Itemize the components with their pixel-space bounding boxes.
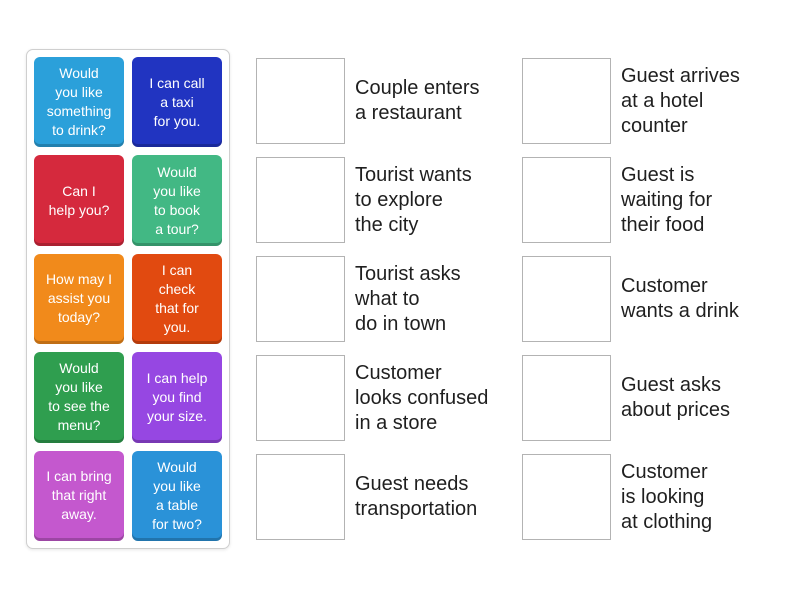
match-item: Couple enters a restaurant bbox=[256, 58, 488, 144]
match-clue-text: Guest needs transportation bbox=[355, 473, 478, 520]
match-item: Customer wants a drink bbox=[522, 256, 740, 342]
match-slot[interactable] bbox=[522, 454, 611, 540]
match-clue-text: Customer looks confused in a store bbox=[355, 361, 489, 434]
match-slot[interactable] bbox=[522, 58, 611, 144]
match-item: Guest is waiting for their food bbox=[522, 157, 740, 243]
match-column-2: Guest arrives at a hotel counter Guest i… bbox=[522, 58, 740, 540]
match-slot[interactable] bbox=[256, 157, 345, 243]
answer-tile[interactable]: I can help you find your size. bbox=[132, 352, 222, 443]
tile-panel: Would you like something to drink? I can… bbox=[26, 49, 230, 549]
match-clue-text: Guest arrives at a hotel counter bbox=[621, 64, 740, 137]
match-clue-text: Couple enters a restaurant bbox=[355, 77, 480, 124]
match-item: Guest arrives at a hotel counter bbox=[522, 58, 740, 144]
match-slot[interactable] bbox=[256, 58, 345, 144]
match-clue-text: Guest asks about prices bbox=[621, 374, 730, 421]
match-item: Tourist asks what to do in town bbox=[256, 256, 488, 342]
match-item: Guest needs transportation bbox=[256, 454, 488, 540]
match-slot[interactable] bbox=[256, 454, 345, 540]
match-column-1: Couple enters a restaurant Tourist wants… bbox=[256, 58, 488, 540]
answer-tile[interactable]: I can check that for you. bbox=[132, 253, 222, 345]
answer-tile[interactable]: Would you like a table for two? bbox=[132, 450, 222, 541]
match-item: Customer is looking at clothing bbox=[522, 454, 740, 540]
match-slot[interactable] bbox=[256, 256, 345, 342]
answer-tile[interactable]: I can bring that right away. bbox=[34, 450, 124, 541]
match-slot[interactable] bbox=[522, 355, 611, 441]
match-clue-text: Tourist asks what to do in town bbox=[355, 262, 461, 335]
match-slot[interactable] bbox=[256, 355, 345, 441]
match-clue-text: Tourist wants to explore the city bbox=[355, 163, 472, 236]
answer-tile[interactable]: How may I assist you today? bbox=[34, 253, 124, 345]
match-clue-text: Customer is looking at clothing bbox=[621, 460, 713, 533]
match-item: Tourist wants to explore the city bbox=[256, 157, 488, 243]
answer-tile[interactable]: Can I help you? bbox=[34, 155, 124, 246]
match-clue-text: Guest is waiting for their food bbox=[621, 163, 713, 236]
answer-tile[interactable]: I can call a taxi for you. bbox=[132, 57, 222, 148]
match-item: Customer looks confused in a store bbox=[256, 355, 488, 441]
answer-tile[interactable]: Would you like to see the menu? bbox=[34, 352, 124, 443]
answer-tile[interactable]: Would you like to book a tour? bbox=[132, 155, 222, 246]
answer-tile[interactable]: Would you like something to drink? bbox=[34, 57, 124, 148]
match-slot[interactable] bbox=[522, 256, 611, 342]
match-clue-text: Customer wants a drink bbox=[621, 275, 739, 322]
match-slot[interactable] bbox=[522, 157, 611, 243]
match-item: Guest asks about prices bbox=[522, 355, 740, 441]
